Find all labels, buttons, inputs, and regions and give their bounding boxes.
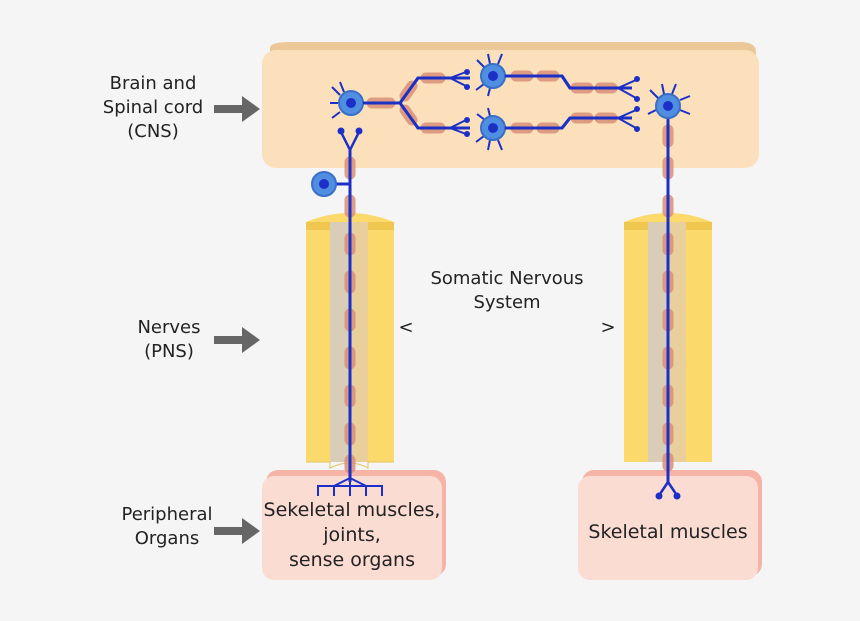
motor-neuron-right bbox=[647, 83, 691, 500]
organ-box-left bbox=[262, 470, 446, 580]
label-right-target: Skeletal muscles bbox=[588, 521, 748, 543]
label-peripheral-organs: Peripheral Organs bbox=[121, 504, 213, 549]
sensory-neuron-left bbox=[311, 127, 383, 496]
marker-left: < bbox=[398, 317, 414, 338]
label-somatic-nervous-system: Somatic Nervous System bbox=[430, 268, 584, 313]
cns-box bbox=[262, 42, 759, 168]
label-cns: Brain and Spinal cord (CNS) bbox=[102, 73, 204, 142]
cns-interneurons bbox=[330, 53, 640, 151]
organ-box-right bbox=[578, 470, 762, 580]
arrow-icon-organs bbox=[214, 518, 260, 544]
arrow-icon-pns bbox=[214, 327, 260, 353]
marker-right: > bbox=[600, 317, 616, 338]
label-left-target: Sekeletal muscles, joints, sense organs bbox=[263, 499, 441, 571]
label-pns: Nerves (PNS) bbox=[137, 317, 201, 362]
arrow-icon-cns bbox=[214, 96, 260, 122]
